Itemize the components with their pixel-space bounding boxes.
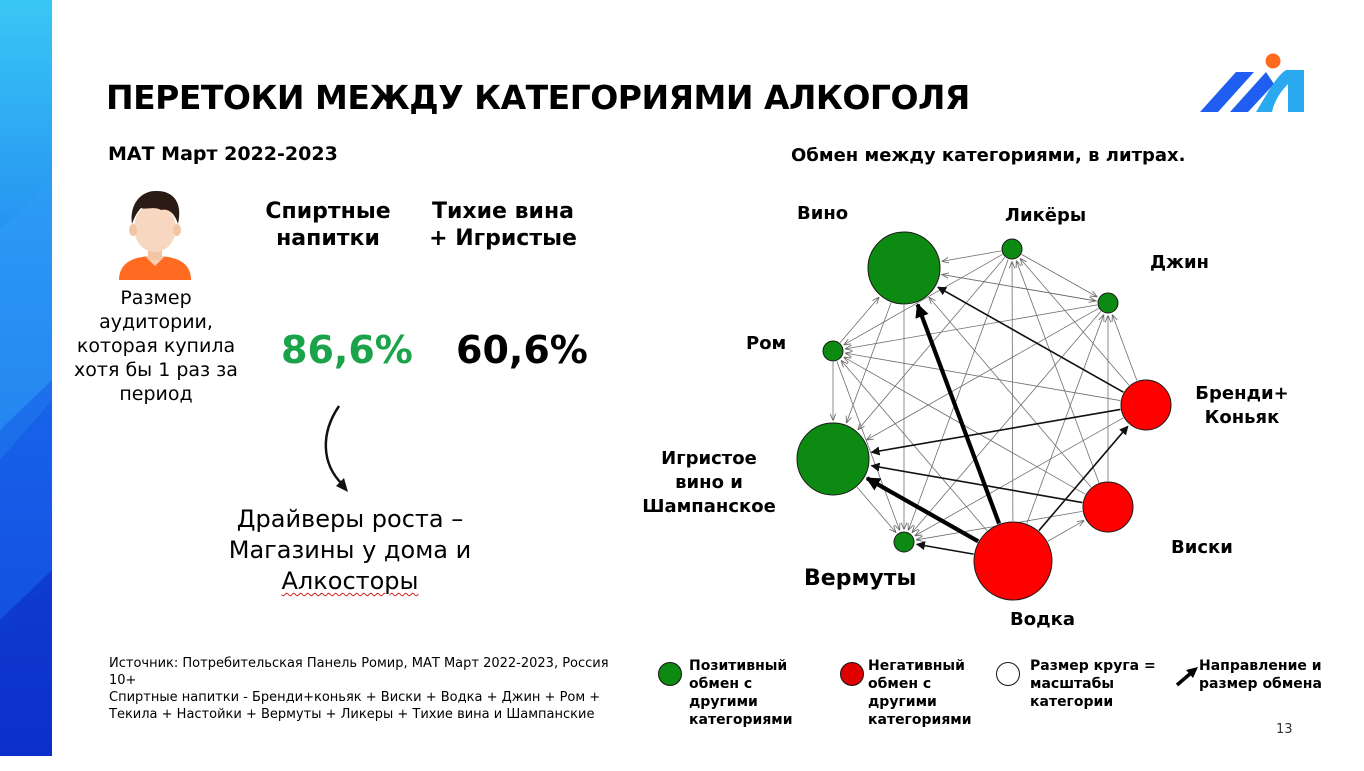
page-number: 13 — [1276, 722, 1293, 737]
node-vodka — [973, 521, 1053, 601]
flow-vodka-to-viski — [1047, 521, 1084, 542]
flow-likery-to-vino — [942, 250, 1002, 261]
flow-vodka-to-vermuty — [915, 541, 974, 555]
flow-viski-to-likery — [1017, 261, 1100, 483]
node-label-vino: Вино — [797, 203, 849, 224]
sidebar-graphic — [0, 0, 52, 756]
flow-rom-to-vermuty — [836, 361, 900, 530]
node-label-viski: Виски — [1171, 537, 1233, 558]
flow-vodka-to-igristoe — [865, 476, 980, 544]
flow-vino-to-igristoe — [847, 302, 892, 423]
flow-likery-to-rom — [844, 254, 1003, 344]
node-label-igristoe: Игристое вино и Шампанское — [642, 448, 776, 517]
person-icon — [115, 188, 195, 280]
node-label-vermuty: Вермуты — [804, 566, 917, 591]
legend-size-swatch — [996, 662, 1020, 686]
flow-likery-to-vermuty — [908, 259, 1009, 529]
node-label-likery: Ликёры — [1005, 205, 1087, 226]
node-label-brendi: Бренди+ Коньяк — [1195, 383, 1289, 428]
spirits-percentage: 86,6% — [281, 328, 413, 372]
network-title: Обмен между категориями, в литрах. — [791, 145, 1186, 166]
legend-arrow-text: Направление и размер обмена — [1199, 658, 1322, 692]
legend-size-text: Размер круга = масштабы категории — [1030, 658, 1156, 710]
flow-brendi-to-igristoe — [870, 408, 1121, 456]
company-logo — [1196, 50, 1308, 116]
flow-igristoe-to-vermuty — [856, 486, 895, 532]
legend-positive-text: Позитивный обмен с другими категориями — [689, 658, 793, 728]
node-label-rom: Ром — [746, 333, 787, 354]
node-viski — [1082, 481, 1134, 533]
growth-drivers-text: Драйверы роста – Магазины у дома и Алкос… — [210, 504, 490, 597]
flow-vodka-to-vino — [915, 303, 1002, 525]
flow-dzhin-to-igristoe — [867, 308, 1099, 439]
audience-description: Размер аудитории, которая купила хотя бы… — [74, 287, 238, 405]
slide-title: ПЕРЕТОКИ МЕЖДУ КАТЕГОРИЯМИ АЛКОГОЛЯ — [106, 78, 970, 117]
node-label-dzhin: Джин — [1150, 252, 1209, 273]
period-subtitle: МАТ Март 2022-2023 — [108, 143, 338, 165]
column-header-spirits: Спиртные напитки — [250, 198, 406, 252]
legend-negative-text: Негативный обмен с другими категориями — [868, 658, 972, 728]
node-vermuty — [893, 531, 915, 553]
node-likery — [1001, 238, 1023, 260]
source-line2: Спиртные напитки - Бренди+коньяк + Виски… — [109, 690, 601, 722]
column-header-wines: Тихие вина + Игристые — [420, 198, 586, 252]
node-brendi — [1120, 379, 1172, 431]
flow-likery-to-dzhin — [1021, 254, 1097, 296]
legend-positive-swatch — [658, 662, 682, 686]
column-header-spirits-line1: Спиртные — [265, 199, 391, 224]
source-footnote: Источник: Потребительская Панель Ромир, … — [109, 655, 609, 723]
flow-dzhin-to-rom — [846, 304, 1098, 349]
growth-drivers-line2: Магазины у дома и — [228, 536, 472, 564]
flow-brendi-to-vino — [937, 286, 1124, 393]
growth-drivers-line3: Алкосторы — [210, 566, 490, 597]
column-header-spirits-line2: напитки — [276, 226, 380, 251]
column-header-wines-line1: Тихие вина — [432, 199, 574, 224]
flow-brendi-to-rom — [846, 353, 1121, 401]
source-line1: Источник: Потребительская Панель Ромир, … — [109, 656, 609, 688]
column-header-wines-line2: + Игристые — [429, 226, 577, 251]
sidebar-decoration — [0, 0, 52, 756]
legend-arrow-icon — [1174, 664, 1200, 688]
node-rom — [822, 340, 844, 362]
curved-arrow-icon — [312, 400, 362, 496]
flow-brendi-to-dzhin — [1113, 315, 1138, 381]
node-vino — [867, 231, 941, 305]
wines-percentage: 60,6% — [456, 328, 588, 372]
growth-drivers-line1: Драйверы роста – — [236, 505, 464, 533]
node-dzhin — [1097, 292, 1119, 314]
flow-vodka-to-likery — [1012, 262, 1013, 522]
flow-vino-to-dzhin — [940, 273, 1095, 301]
flow-vodka-to-brendi — [1038, 425, 1129, 532]
legend-negative-swatch — [840, 662, 864, 686]
flow-dzhin-to-vermuty — [912, 311, 1102, 532]
flow-brendi-to-vermuty — [915, 417, 1124, 536]
flow-rom-to-vino — [839, 298, 878, 343]
flow-viski-to-igristoe — [870, 462, 1083, 504]
node-label-vodka: Водка — [1010, 609, 1075, 630]
node-igristoe — [796, 422, 870, 496]
growth-drivers-underlined-text: Алкосторы — [281, 567, 419, 595]
